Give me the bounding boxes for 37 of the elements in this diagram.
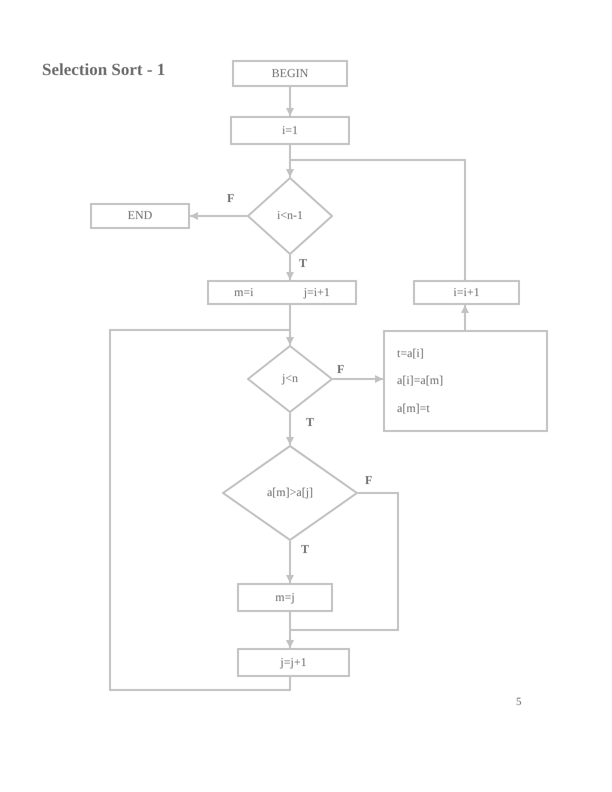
statement-text: a[i]=a[m] xyxy=(397,374,444,388)
decision-diamond xyxy=(247,177,333,255)
flow-arrow xyxy=(461,305,469,330)
condition-text: i<n-1 xyxy=(276,209,304,223)
flow-arrow xyxy=(286,87,294,116)
process-box xyxy=(383,330,548,432)
statement-text: i=1 xyxy=(282,124,298,138)
flow-arrow xyxy=(286,541,294,583)
process-box xyxy=(230,116,350,145)
page-number: 5 xyxy=(516,696,522,708)
process-box xyxy=(413,280,520,305)
statement-text: j=j+1 xyxy=(280,656,307,670)
statement-text: j=i+1 xyxy=(304,286,330,300)
condition-text: j<n xyxy=(282,372,298,386)
statement-text: m=j xyxy=(275,590,295,604)
statement-text: t=a[i] xyxy=(397,346,424,360)
statement-text: i=i+1 xyxy=(453,286,480,300)
flow-arrow xyxy=(286,413,294,445)
process-box xyxy=(207,280,357,305)
terminal-box xyxy=(232,60,348,87)
flow-arrow xyxy=(190,212,247,220)
process-box xyxy=(237,583,333,612)
decision-diamond xyxy=(247,345,333,413)
flow-arrow xyxy=(286,255,294,280)
flow-arrow xyxy=(333,375,383,383)
terminal-text: END xyxy=(128,209,152,223)
statement-text: a[m]=t xyxy=(397,402,430,416)
statement-text: m=i xyxy=(234,286,254,300)
flow-arrow xyxy=(109,329,294,691)
decision-diamond xyxy=(222,445,358,541)
process-box xyxy=(237,648,350,677)
terminal-box xyxy=(90,203,190,229)
title: Selection Sort - 1 xyxy=(42,60,166,80)
condition-text: a[m]>a[j] xyxy=(266,486,314,500)
flow-arrow xyxy=(286,159,466,280)
flow-arrow xyxy=(286,612,294,648)
terminal-text: BEGIN xyxy=(272,66,308,80)
